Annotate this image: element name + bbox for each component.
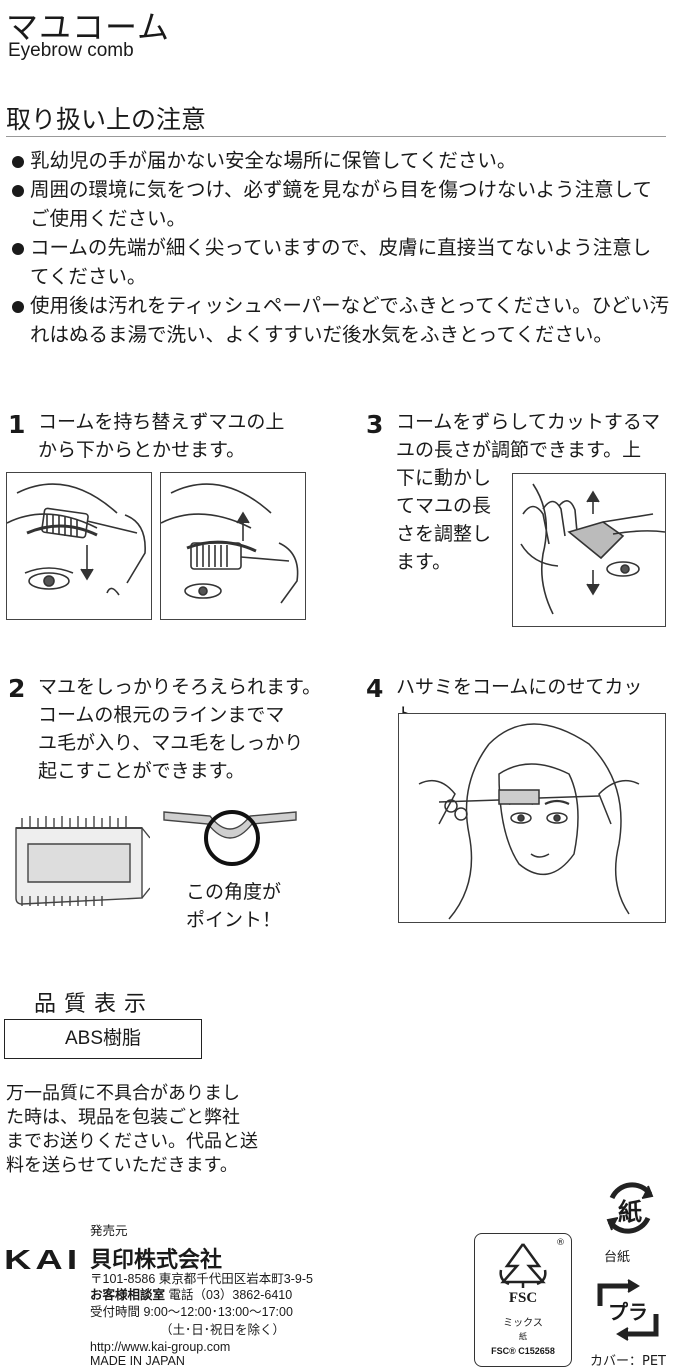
- support-line: お客様相談室 電話（03）3862-6410: [90, 1288, 292, 1303]
- step-1-illustration-up: [160, 472, 306, 620]
- caution-item: 使用後は汚れをティッシュペーパーなどでふきとってください。ひどい汚れはぬるま湯で…: [10, 291, 670, 349]
- caution-item: 周囲の環境に気をつけ、必ず鏡を見ながら目を傷つけないよう注意してご使用ください。: [10, 175, 670, 233]
- step-1-line: から下からとかせます。: [38, 439, 246, 461]
- step-3-line: コームをずらしてカットするマ: [396, 411, 661, 433]
- paper-recycle-icon: 紙: [598, 1176, 662, 1240]
- step-1-illustration-down: [6, 472, 152, 620]
- step-2-text: マユをしっかりそろえられます。 コームの根元のラインまでマ ユ毛が入り、マユ毛を…: [38, 673, 321, 785]
- plastic-label: カバー：PET: [590, 1354, 666, 1369]
- step-4-number: 4: [366, 674, 384, 703]
- fsc-type: ミックス: [503, 1318, 543, 1329]
- step-1-line: コームを持ち替えずマユの上: [38, 411, 285, 433]
- comb-teeth-illustration: [10, 808, 150, 908]
- quality-heading: 品質表示: [34, 992, 155, 1017]
- angle-note-line: ポイント！: [186, 909, 282, 931]
- step-2-line: ユ毛が入り、マユ毛をしっかり: [38, 732, 304, 754]
- support-closed: （土･日･祝日を除く）: [160, 1323, 286, 1337]
- support-hours: 受付時間 9:00～12:00･13:00～17:00: [90, 1305, 293, 1319]
- step-3-number: 3: [366, 410, 384, 439]
- product-subtitle: Eyebrow comb: [8, 40, 134, 61]
- caution-item: コームの先端が細く尖っていますので、皮膚に直接当てないよう注意してください。: [10, 233, 670, 291]
- fsc-mark: FSC: [508, 1290, 538, 1306]
- step-2-number: 2: [8, 674, 26, 703]
- step-2-line: マユをしっかりそろえられます。: [38, 676, 322, 698]
- plastic-recycle-icon: プラ: [592, 1278, 664, 1342]
- paper-glyph: 紙: [618, 1198, 642, 1226]
- kai-logo: KAI: [4, 1244, 82, 1275]
- fsc-license: FSC® C152658: [491, 1346, 555, 1356]
- caution-list: 乳幼児の手が届かない安全な場所に保管してください。 周囲の環境に気をつけ、必ず鏡…: [10, 146, 670, 349]
- plastic-glyph: プラ: [608, 1300, 648, 1324]
- company-url[interactable]: http://www.kai-group.com: [90, 1340, 231, 1354]
- angle-note: この角度が ポイント！: [186, 878, 281, 934]
- fsc-label: ® FSC ミックス 紙 FSC® C152658: [474, 1233, 572, 1367]
- paper-label: 台紙: [604, 1250, 631, 1265]
- quality-material: ABS樹脂: [4, 1019, 202, 1059]
- support-label: お客様相談室: [90, 1288, 166, 1302]
- caution-item: 乳幼児の手が届かない安全な場所に保管してください。: [10, 146, 670, 175]
- notice-line: た時は、現品を包装ごと弊社: [6, 1107, 240, 1128]
- product-title: マユコーム: [6, 8, 171, 46]
- made-in: MADE IN JAPAN: [90, 1354, 185, 1368]
- fsc-sub: 紙: [519, 1332, 527, 1341]
- step-1-number: 1: [8, 410, 26, 439]
- notice-line: までお送りください。代品と送: [6, 1131, 258, 1152]
- comb-angle-illustration: [160, 806, 300, 876]
- support-phone: 電話（03）3862-6410: [168, 1288, 293, 1302]
- caution-divider: [6, 136, 666, 137]
- step-3-text-top: コームをずらしてカットするマ ユの長さが調節できます。上: [396, 408, 660, 464]
- fsc-registered: ®: [556, 1238, 565, 1248]
- step-2-line: コームの根元のラインまでマ: [38, 704, 285, 726]
- step-3-line: てマユの長: [396, 495, 492, 517]
- notice-line: 万一品質に不具合がありまし: [6, 1083, 240, 1104]
- company-address: 〒101-8586 東京都千代田区岩本町3-9-5: [90, 1272, 313, 1286]
- step-1-text: コームを持ち替えずマユの上 から下からとかせます。: [38, 408, 284, 464]
- step-3-line: ユの長さが調節できます。上: [396, 439, 642, 461]
- defect-notice: 万一品質に不具合がありまし た時は、現品を包装ごと弊社 までお送りください。代品…: [6, 1082, 296, 1178]
- step-3-line: ます。: [396, 551, 452, 573]
- notice-line: 料を送らせていただきます。: [6, 1155, 238, 1176]
- fsc-tree-icon: [499, 1243, 547, 1288]
- caution-heading: 取り扱い上の注意: [6, 105, 207, 134]
- step-4-illustration: [398, 713, 666, 923]
- company-name: 貝印株式会社: [90, 1248, 223, 1273]
- seller-label: 発売元: [90, 1224, 128, 1238]
- angle-note-line: この角度が: [186, 881, 282, 903]
- step-3-line: 下に動かし: [396, 467, 492, 489]
- step-3-text-side: 下に動かし てマユの長 さを調整し ます。: [396, 464, 491, 576]
- step-2-line: 起こすことができます。: [38, 760, 245, 782]
- step-3-illustration: [512, 473, 666, 627]
- step-3-line: さを調整し: [396, 523, 492, 545]
